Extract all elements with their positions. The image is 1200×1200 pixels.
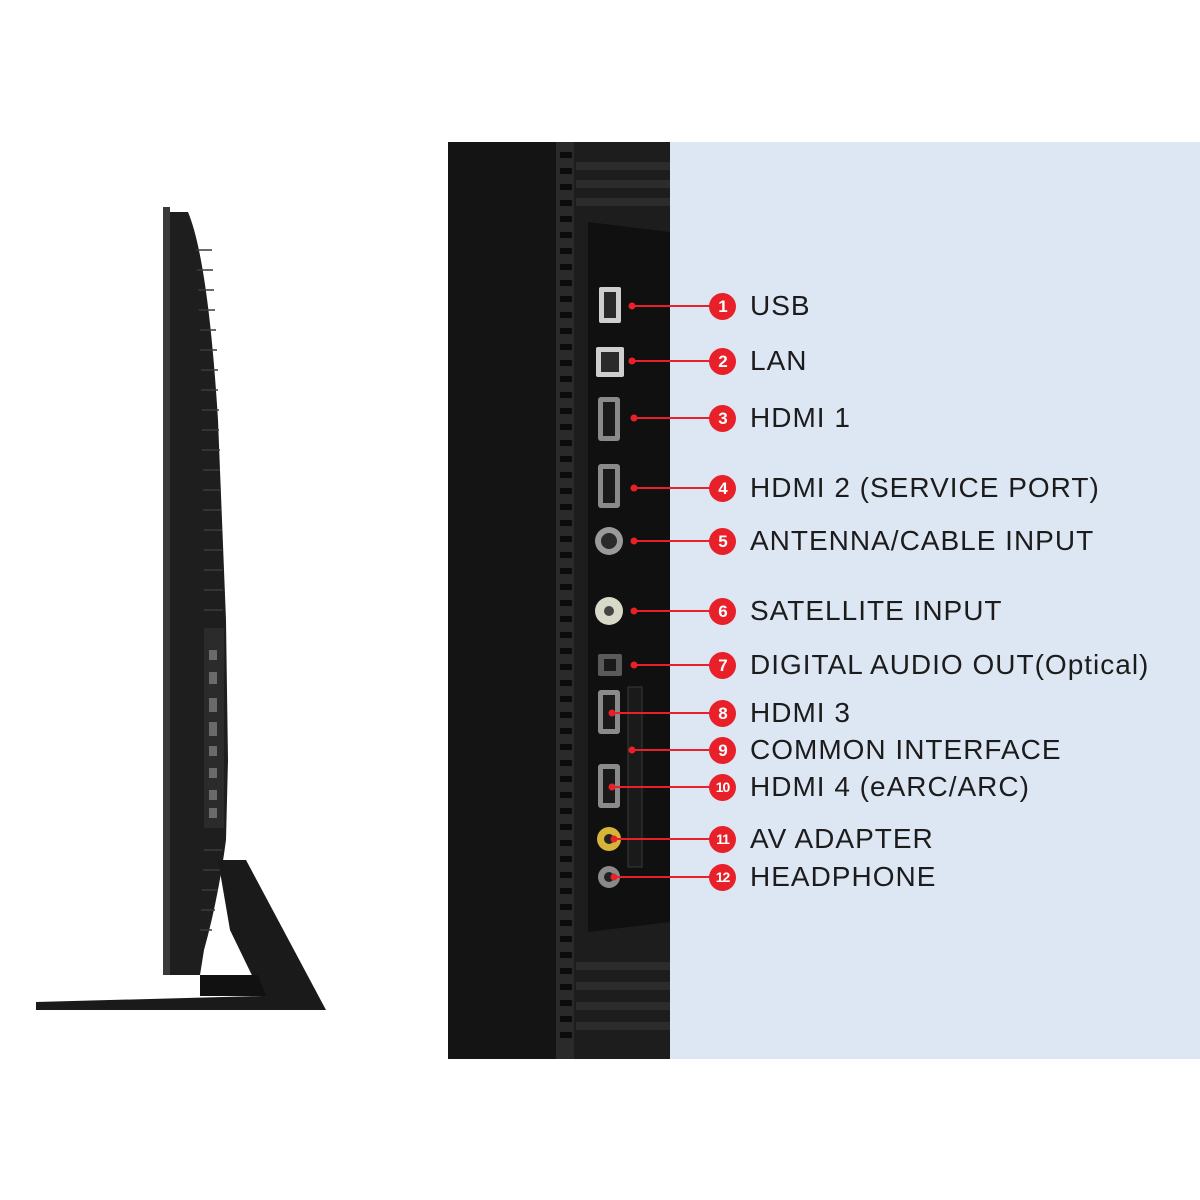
port-label: COMMON INTERFACE [750,734,1062,765]
port-label: HDMI 3 [750,697,851,728]
port-label: LAN [750,345,808,376]
tv-side-profile [36,207,326,1010]
port-number-badge: 12 [709,863,736,891]
port-callout: 5 ANTENNA/CABLE INPUT [709,525,1095,556]
port-callout: 4 HDMI 2 (SERVICE PORT) [709,472,1100,503]
port-callout: 2 LAN [709,345,808,376]
ci-slot-icon [627,686,643,868]
port-number-badge: 6 [709,597,736,625]
port-callout: 12 HEADPHONE [709,861,937,892]
port-label: HDMI 4 (eARC/ARC) [750,771,1030,802]
port-label: HDMI 1 [750,402,851,433]
port-callout: 7 DIGITAL AUDIO OUT(Optical) [709,649,1150,680]
port-label: USB [750,290,811,321]
port-number-badge: 8 [709,699,736,727]
port-number-badge: 7 [709,651,736,679]
port-callout: 8 HDMI 3 [709,697,851,728]
port-label-panel [670,142,1200,1059]
port-label: HDMI 2 (SERVICE PORT) [750,472,1100,503]
port-callout: 1 USB [709,290,811,321]
port-number-badge: 10 [709,773,736,801]
port-label: AV ADAPTER [750,823,934,854]
port-callout: 6 SATELLITE INPUT [709,595,1003,626]
port-callout: 3 HDMI 1 [709,402,851,433]
port-panel-closeup [448,142,670,1059]
port-number-badge: 9 [709,736,736,764]
port-number-badge: 11 [709,825,736,853]
port-number-badge: 5 [709,527,736,555]
port-number-badge: 3 [709,404,736,432]
port-label: SATELLITE INPUT [750,595,1003,626]
port-label: DIGITAL AUDIO OUT(Optical) [750,649,1150,680]
port-number-badge: 1 [709,292,736,320]
port-callout: 11 AV ADAPTER [709,823,934,854]
port-label: HEADPHONE [750,861,937,892]
port-label: ANTENNA/CABLE INPUT [750,525,1095,556]
port-callout: 9 COMMON INTERFACE [709,734,1062,765]
port-number-badge: 4 [709,474,736,502]
port-callout: 10 HDMI 4 (eARC/ARC) [709,771,1030,802]
port-number-badge: 2 [709,347,736,375]
